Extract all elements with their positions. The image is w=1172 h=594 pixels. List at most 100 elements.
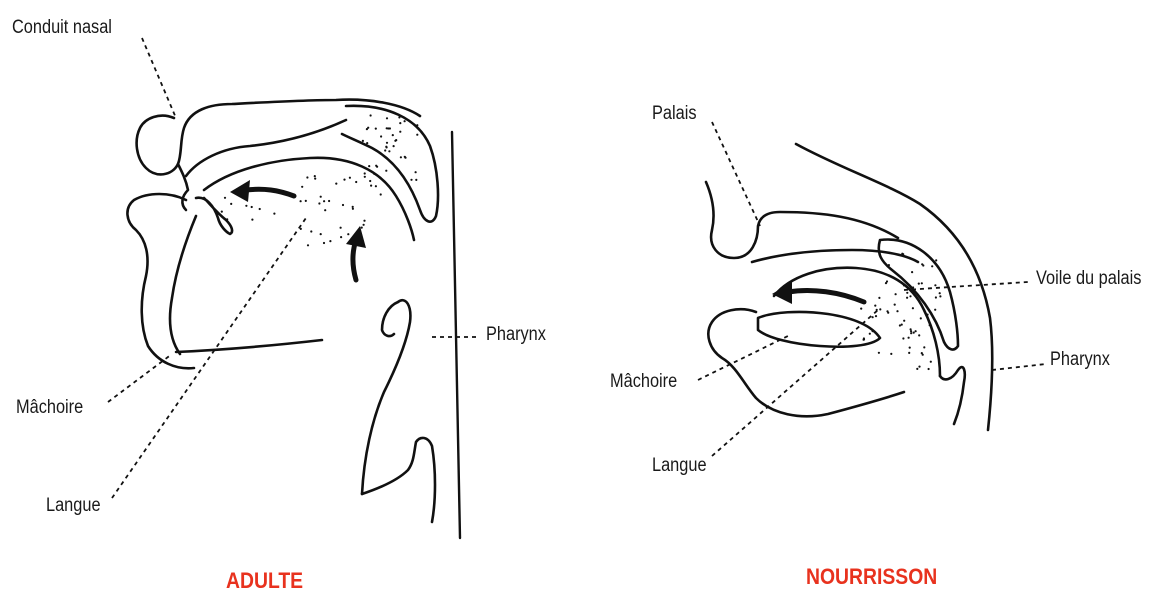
adult-stipple-dot [221,211,223,213]
adult-stipple-dot [310,230,312,232]
adult-stipple-dot [392,134,394,136]
adult-stipple-dot [251,219,253,221]
infant-stipple-dot [895,293,897,295]
adult-larynx [362,438,435,522]
infant-soft-palate [879,240,958,350]
adult-stipple-dot [347,233,349,235]
adult-stipple-dot [398,116,400,118]
infant-stipple-dot [935,296,937,298]
adult-stipple-dot [230,203,232,205]
infant-label-palate: Palais [652,104,697,123]
adult-stipple-dot [349,177,351,179]
adult-head-section [127,100,460,538]
adult-stipple-dot [370,114,372,116]
infant-stipple-dot [918,366,920,368]
adult-stipple-dot [318,202,320,204]
infant-stipple-dot [899,324,901,326]
infant-stipple-dot [916,368,918,370]
adult-stipple-dot [224,218,226,220]
adult-stipple-dot [373,173,375,175]
adult-stipple-dot [375,128,377,130]
infant-stipple-dot [908,257,910,259]
adult-stipple-dot [388,150,390,152]
adult-stipple-dot [366,142,368,144]
infant-label-jaw: Mâchoire [610,372,677,391]
adult-label-nasal: Conduit nasal [12,18,112,37]
adult-caption: ADULTE [226,570,303,592]
adult-stipple-dot [320,233,322,235]
adult-stipple-dot [306,176,308,178]
adult-stipple-dot [224,197,226,199]
infant-leaders [698,122,1046,456]
infant-palate-lower [752,250,918,262]
infant-stipple-dot [863,337,865,339]
adult-dark-marks [180,102,412,498]
adult-stipple-dot [387,127,389,129]
infant-stipple-dot [928,368,930,370]
infant-label-tongue: Langue [652,456,707,475]
infant-stipple-dot [908,337,910,339]
infant-stipple-dot [921,352,923,354]
infant-stipple-dot [918,283,920,285]
adult-stipple-dot [245,205,247,207]
infant-pharynx-wall [940,367,965,424]
adult-label-tongue: Langue [46,496,101,515]
infant-caption: NOURRISSON [806,566,937,588]
adult-stipple-dot [368,165,370,167]
adult-stipple-dot [314,175,316,177]
adult-stipple-dot [335,183,337,185]
infant-stipple-dot [935,259,937,261]
adult-chin-outline [127,194,194,368]
infant-leader-palate [712,122,760,226]
adult-stipple-dot [323,200,325,202]
infant-stipple-dot [887,312,889,314]
adult-stipple-dot [386,142,388,144]
infant-stipple-dot [920,317,922,319]
adult-stipple-dot [385,146,387,148]
adult-stipple-dot [404,156,406,158]
infant-leader-pharynx [992,364,1046,370]
adult-stipple-dot [352,208,354,210]
adult-stipple-dot [363,220,365,222]
infant-leader-jaw [698,336,788,380]
adult-arrow-vertical-head [346,226,366,248]
infant-stipple-dot [902,337,904,339]
adult-label-jaw: Mâchoire [16,398,83,417]
adult-stipple-dot [329,240,331,242]
adult-stipple-dot [226,218,228,220]
infant-stipple-dot [906,292,908,294]
infant-stipple-dot [912,307,914,309]
adult-palate-lower [204,158,414,240]
adult-stipple-dot [323,242,325,244]
adult-leaders [108,38,480,498]
adult-epiglottis-inner [382,302,398,336]
infant-stipple-dot [910,330,912,332]
infant-stipple-dot [894,304,896,306]
infant-stipple-dot [910,332,912,334]
adult-stipple-dot [399,131,401,133]
adult-stipple-dot [342,204,344,206]
adult-stipple-dot [328,200,330,202]
adult-stipple-dot [364,172,366,174]
adult-stipple-dot [273,213,275,215]
infant-leader-tongue [712,310,878,456]
infant-stipple-dot [878,352,880,354]
infant-stipple-dot [909,347,911,349]
infant-stipple-dot [872,316,874,318]
adult-stipple-dot [362,140,364,142]
adult-stipple-dot [386,117,388,119]
infant-head-section [706,144,992,430]
infant-stipple-dot [911,271,913,273]
adult-leader-nasal [142,38,176,118]
infant-stipple-dot [908,352,910,354]
adult-palate-upper [186,120,346,176]
adult-stipple-dot [320,196,322,198]
adult-stipple-dot [369,180,371,182]
adult-stipple-dot [364,176,366,178]
adult-stipple-dot [300,200,302,202]
infant-stipple-dot [930,361,932,363]
adult-stipple-dot [385,170,387,172]
adult-stipple-dot [380,193,382,195]
infant-stipple-dot [888,264,890,266]
